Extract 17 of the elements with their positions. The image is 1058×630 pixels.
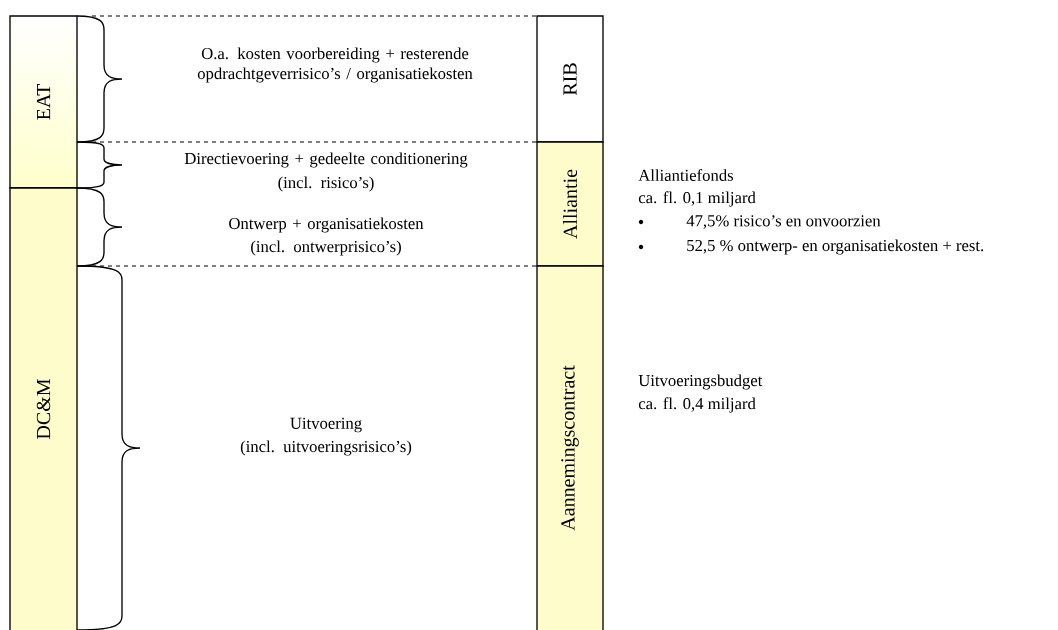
cost-label: (incl. uitvoeringsrisico’s) <box>240 440 412 456</box>
budget-note: ca. fl. 0,4 miljard <box>638 397 756 413</box>
budget-note: ca. fl. 0,1 miljard <box>638 191 756 207</box>
cost-label: Ontwerp + organisatiekosten <box>229 217 424 233</box>
column-box: RIB <box>536 15 604 143</box>
budget-note: Uitvoeringsbudget <box>638 374 763 390</box>
cost-label: Directievoering + gedeelte conditionering <box>184 152 468 168</box>
cost-label: Uitvoering <box>290 417 362 433</box>
column-box: Alliantie <box>536 141 604 267</box>
column-box: EAT <box>9 15 78 189</box>
cost-label: O.a. kosten voorbereiding + resterende opdrachtgeverrisico’s / organisatiekosten <box>197 47 473 83</box>
cost-label: (incl. risico’s) <box>278 176 374 192</box>
budget-note: Alliantiefonds <box>638 169 734 181</box>
bullet-item: 52,5 % ontwerp- en organisatiekosten + rest. <box>687 239 984 255</box>
column-box: DC&M <box>9 187 78 630</box>
bullet-item: 47,5% risico’s en onvoorzien <box>686 215 881 229</box>
cost-label: (incl. ontwerprisico’s) <box>251 240 401 256</box>
